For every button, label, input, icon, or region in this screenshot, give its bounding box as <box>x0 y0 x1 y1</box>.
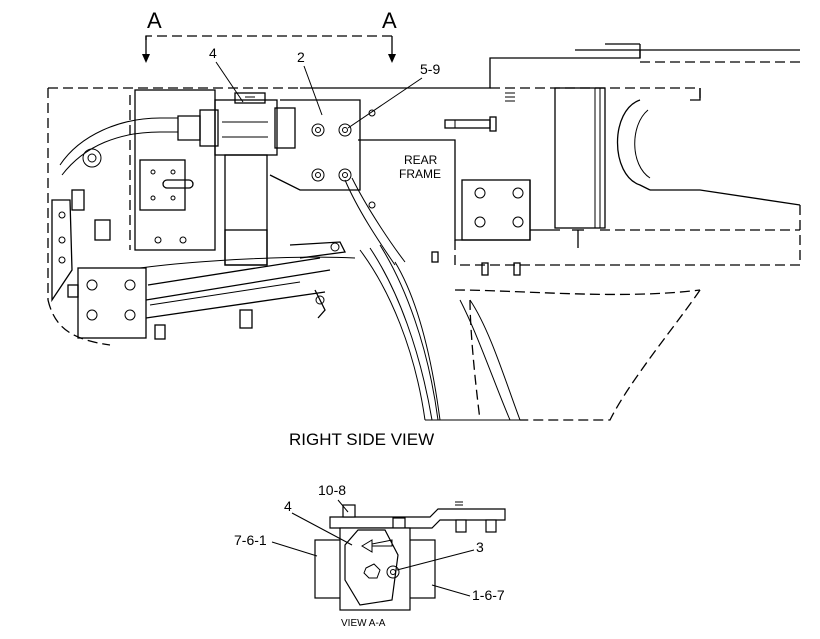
callout-1-6-7: 1-6-7 <box>472 587 505 603</box>
bottom-bracket <box>77 267 147 339</box>
frame-rails <box>139 241 356 340</box>
main-view-caption: RIGHT SIDE VIEW <box>289 430 434 449</box>
hydraulic-hoses <box>344 177 521 421</box>
section-marker-left-label: A <box>147 8 162 33</box>
callout-2: 2 <box>297 49 305 65</box>
callout-7-6-1: 7-6-1 <box>234 532 267 548</box>
callout-10-8: 10-8 <box>318 482 346 498</box>
callout-3: 3 <box>476 539 484 555</box>
rear-frame-label-line2: FRAME <box>399 167 441 181</box>
main-callouts: 4 2 5-9 <box>209 45 440 129</box>
linkage-rods <box>444 116 497 132</box>
rear-frame-block <box>358 139 584 276</box>
section-marker: A A <box>142 8 397 63</box>
section-marker-right-label: A <box>382 8 397 33</box>
callout-4-detail: 4 <box>284 498 292 514</box>
right-side-view: 4 2 5-9 REAR FRAME RIGHT SIDE VIEW <box>47 43 801 449</box>
callout-5-9: 5-9 <box>420 61 440 77</box>
mounting-plate <box>269 99 376 209</box>
left-fittings <box>51 148 111 303</box>
detail-valve <box>314 527 436 611</box>
valve-body <box>59 92 296 176</box>
frame-outline <box>47 43 801 300</box>
callout-4: 4 <box>209 45 217 61</box>
hydraulic-block <box>129 89 268 266</box>
detail-callouts: 10-8 4 7-6-1 3 1-6-7 <box>234 482 505 603</box>
lower-contour <box>47 289 701 421</box>
detail-view-caption: VIEW A-A <box>341 618 386 629</box>
view-a-a: 10-8 4 7-6-1 3 1-6-7 VIEW A-A <box>234 482 506 629</box>
frame-pillar <box>505 87 801 229</box>
rear-frame-label-line1: REAR <box>404 153 438 167</box>
